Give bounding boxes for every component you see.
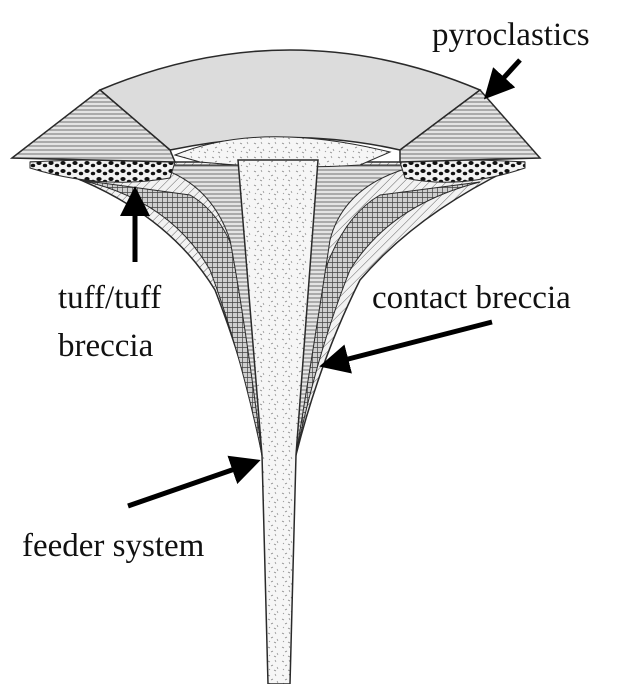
pyroclastics-label: pyroclastics [432, 17, 590, 53]
contact-breccia-label: contact breccia [372, 280, 571, 316]
tuff-breccia-label-line2: breccia [58, 328, 154, 364]
feeder-pipe [238, 160, 318, 684]
contact-breccia-arrow [325, 322, 492, 365]
pyroclastics-arrow [488, 60, 520, 95]
feeder-system-label: feeder system [22, 528, 205, 564]
feeder-system-arrow [128, 462, 255, 506]
pyroclastic-blob-layer-left [30, 160, 175, 182]
pyroclastic-blob-layer-right [400, 160, 525, 182]
tuff-breccia-label-line1: tuff/tuff [58, 280, 161, 316]
